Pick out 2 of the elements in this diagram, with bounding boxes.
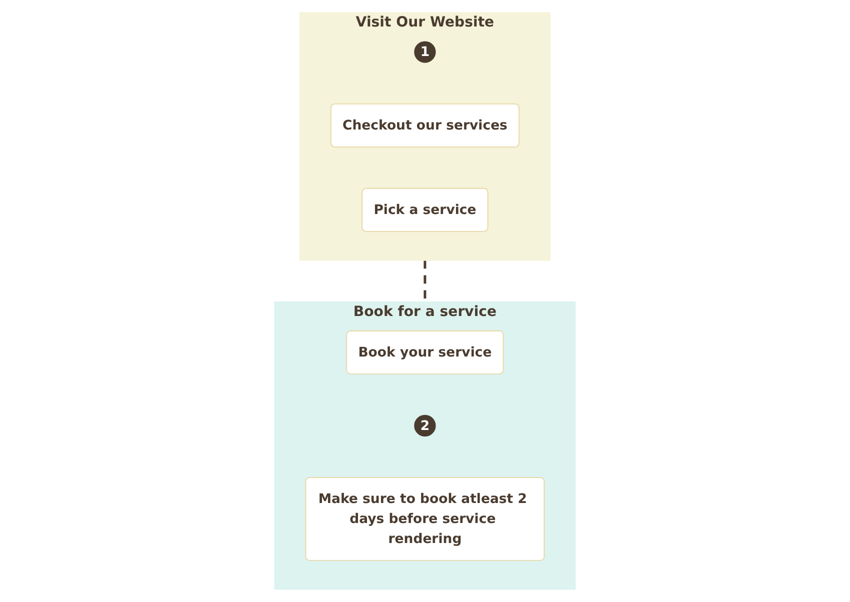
node-circle: 2 [414, 414, 436, 437]
node-circle: 1 [414, 41, 436, 63]
